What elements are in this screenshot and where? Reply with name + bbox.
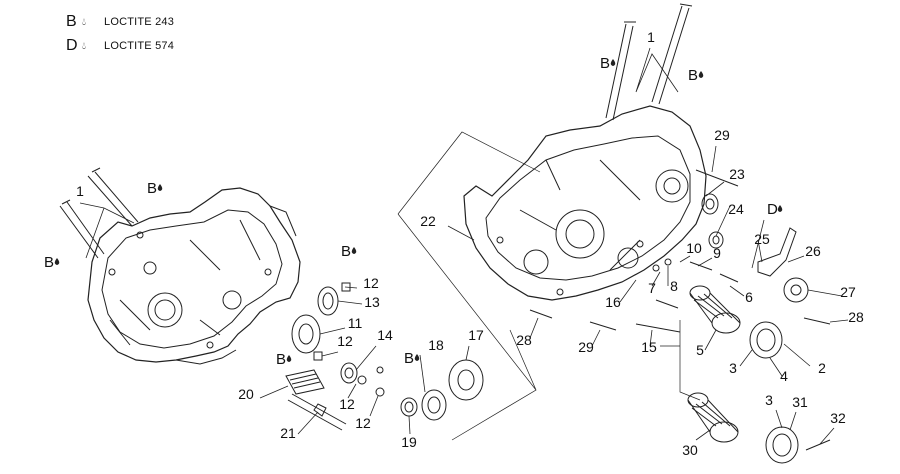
loctite-marker-b: B [688, 67, 704, 84]
loctite-drop-icon [54, 258, 60, 265]
callout-18: 18 [428, 337, 444, 353]
filter-cover-31 [765, 426, 799, 464]
loctite-drop-icon: 💧︎ [82, 16, 86, 28]
loctite-drop-icon [610, 59, 616, 66]
bearing-13 [317, 286, 339, 316]
callout-11: 11 [348, 315, 363, 331]
callout-15: 15 [641, 339, 657, 355]
right-studs [605, 3, 693, 121]
bearing-19 [400, 397, 418, 417]
seal-14 [340, 362, 358, 384]
filter-outline [660, 320, 701, 401]
callout-16: 16 [605, 294, 621, 310]
leader-lines [79, 47, 849, 445]
callout-17: 17 [468, 327, 484, 343]
callout-9: 9 [713, 245, 721, 261]
callout-4: 4 [780, 368, 788, 384]
legend-text: LOCTITE 574 [104, 40, 175, 52]
legend-row-d: D 💧︎ LOCTITE 574 [66, 34, 174, 58]
loctite-marker-b: B [404, 350, 420, 367]
oil-filter-5 [689, 285, 741, 334]
loctite-drop-icon [351, 247, 357, 254]
callout-1: 1 [76, 183, 84, 199]
callout-5: 5 [696, 342, 704, 358]
callout-26: 26 [805, 243, 821, 259]
marker-letter: B [276, 351, 286, 368]
right-crankcase-half [463, 105, 707, 301]
loctite-drop-icon [698, 71, 704, 78]
callout-12: 12 [363, 275, 379, 291]
callout-8: 8 [670, 278, 678, 294]
loctite-marker-b: B [341, 243, 357, 260]
loctite-drop-icon: 💧︎ [82, 40, 86, 52]
callout-21: 21 [280, 425, 296, 441]
callout-27: 27 [840, 284, 856, 300]
legend-letter: D [66, 37, 78, 54]
marker-letter: B [147, 180, 157, 197]
marker-letter: B [688, 67, 698, 84]
callout-12: 12 [337, 333, 353, 349]
callout-29: 29 [578, 339, 594, 355]
callout-7: 7 [648, 280, 656, 296]
callout-10: 10 [686, 240, 702, 256]
callout-25: 25 [754, 231, 770, 247]
loctite-markers-layer: B B B B B B B D [44, 55, 783, 368]
loctite-drop-icon [777, 205, 783, 212]
callout-31: 31 [792, 394, 808, 410]
legend-row-b: B 💧︎ LOCTITE 243 [66, 10, 174, 34]
pump-cover-27 [783, 277, 809, 303]
bearing-11 [291, 314, 321, 354]
callout-3: 3 [765, 392, 773, 408]
filter-screen-20 [285, 369, 325, 395]
marker-letter: B [341, 243, 351, 260]
left-studs [59, 167, 139, 259]
bearing-18 [421, 389, 447, 421]
bearing-17 [448, 359, 484, 401]
callout-28: 28 [516, 332, 532, 348]
callout-23: 23 [729, 166, 745, 182]
marker-letter: B [404, 350, 414, 367]
left-crankcase-half [87, 187, 301, 365]
loctite-drop-icon [414, 354, 420, 361]
callout-14: 14 [377, 327, 393, 343]
callout-13: 13 [364, 294, 380, 310]
legend-text: LOCTITE 243 [104, 16, 175, 28]
loctite-marker-d: D [767, 201, 783, 218]
loctite-drop-icon [286, 355, 292, 362]
loctite-marker-b: B [147, 180, 163, 197]
callout-6: 6 [745, 289, 753, 305]
callout-30: 30 [682, 442, 698, 458]
callout-12: 12 [339, 396, 355, 412]
callout-2: 2 [818, 360, 826, 376]
marker-letter: D [767, 201, 778, 218]
loctite-marker-b: B [600, 55, 616, 72]
bracket-26 [757, 227, 797, 277]
oil-filter-30 [687, 392, 739, 443]
callout-12: 12 [355, 415, 371, 431]
marker-letter: B [600, 55, 610, 72]
filter-cover-4 [749, 321, 783, 359]
shaft-21 [287, 393, 347, 431]
callout-22: 22 [420, 213, 436, 229]
bolts [529, 169, 831, 451]
callout-32: 32 [830, 410, 846, 426]
loctite-marker-b: B [276, 351, 292, 368]
loctite-marker-b: B [44, 254, 60, 271]
callout-3: 3 [729, 360, 737, 376]
callout-20: 20 [238, 386, 254, 402]
callout-24: 24 [728, 201, 744, 217]
callout-28: 28 [848, 309, 864, 325]
marker-letter: B [44, 254, 54, 271]
callout-29: 29 [714, 127, 730, 143]
small-screws [357, 366, 385, 397]
loctite-drop-icon [157, 184, 163, 191]
assembly-outline [397, 131, 541, 441]
loctite-legend: B 💧︎ LOCTITE 243 D 💧︎ LOCTITE 574 [66, 10, 174, 58]
legend-letter: B [66, 13, 77, 30]
callout-1: 1 [647, 29, 655, 45]
seal-23 [701, 193, 719, 215]
callout-19: 19 [401, 434, 417, 450]
